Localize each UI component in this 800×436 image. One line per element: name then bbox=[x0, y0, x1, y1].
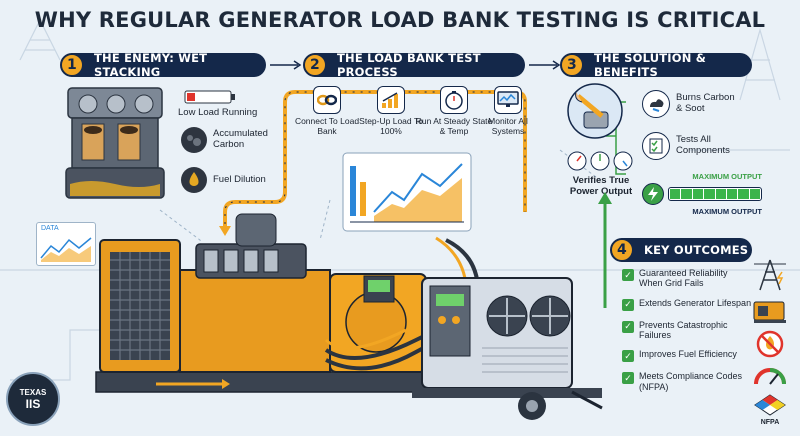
outcome-label: Meets Compliance Codes (NFPA) bbox=[639, 371, 743, 392]
process-step-label: Monitor All Systems bbox=[488, 116, 528, 136]
solution-item-burns: Burns Carbon & Soot bbox=[642, 90, 742, 118]
section-2-title: THE LOAD BANK TEST PROCESS bbox=[337, 51, 481, 79]
page-title: WHY REGULAR GENERATOR LOAD BANK TESTING … bbox=[34, 8, 766, 32]
outcome-label: Extends Generator Lifespan bbox=[639, 297, 752, 308]
checklist-icon bbox=[642, 132, 670, 160]
max-output-segment bbox=[749, 189, 760, 199]
max-output-segment bbox=[670, 189, 681, 199]
flow-arrow-1 bbox=[270, 60, 302, 70]
section-3-title: THE SOLUTION & BENEFITS bbox=[594, 51, 706, 79]
process-step-label: Step-Up Load To 100% bbox=[359, 116, 423, 136]
process-step-stepup: Step-Up Load To 100% bbox=[355, 86, 427, 137]
outcome-item: ✓ Improves Fuel Efficiency bbox=[622, 349, 752, 363]
fuel-gauge-icon bbox=[754, 368, 786, 385]
solution-item-verifies: Verifies True Power Output bbox=[569, 175, 633, 197]
section-1-number: 1 bbox=[60, 53, 84, 77]
logo-line-1: TEXAS bbox=[19, 387, 47, 397]
solution-item-label: Burns Carbon & Soot bbox=[676, 92, 735, 114]
process-step-steady: Run At Steady State & Temp bbox=[414, 86, 494, 137]
check-icon: ✓ bbox=[622, 372, 634, 385]
outcome-label: Improves Fuel Efficiency bbox=[639, 349, 737, 360]
outcome-arrow bbox=[598, 192, 612, 308]
section-2-banner: 2 THE LOAD BANK TEST PROCESS bbox=[303, 51, 525, 79]
fuel-drop-icon bbox=[181, 167, 207, 193]
check-icon: ✓ bbox=[622, 269, 634, 281]
enemy-item-label: Fuel Dilution bbox=[213, 173, 266, 185]
section-3-banner: 3 THE SOLUTION & BENEFITS bbox=[560, 51, 752, 79]
enemy-item-low-load: Low Load Running bbox=[178, 90, 268, 119]
section-4-number: 4 bbox=[610, 238, 634, 262]
max-output-segment bbox=[692, 189, 704, 199]
power-tower-icon bbox=[754, 259, 786, 291]
max-output-bar bbox=[668, 187, 762, 201]
soot-icon bbox=[642, 90, 670, 118]
check-icon: ✓ bbox=[622, 350, 634, 363]
max-output-segment bbox=[726, 189, 738, 199]
section-2-number: 2 bbox=[303, 53, 327, 77]
outcomes-list: ✓ Guaranteed Reliability When Grid Fails… bbox=[622, 268, 752, 392]
stopwatch-icon bbox=[440, 86, 468, 114]
step-chart-icon bbox=[377, 86, 405, 114]
data-panel-label: DATA bbox=[41, 225, 59, 232]
section-1-title: THE ENEMY: WET STACKING bbox=[94, 51, 208, 79]
generator-icon bbox=[753, 301, 786, 323]
load-bank-trailer bbox=[412, 277, 603, 420]
outcome-item: ✓ Extends Generator Lifespan bbox=[622, 298, 752, 311]
outcome-item: ✓ Prevents Catastrophic Failures bbox=[622, 320, 752, 341]
nfpa-text: NFPA bbox=[760, 419, 780, 426]
enemy-item-carbon: Accumulated Carbon bbox=[180, 126, 283, 154]
flow-arrow-2 bbox=[529, 60, 561, 70]
carbon-cloud-icon bbox=[181, 127, 207, 153]
texas-iis-logo: TEXAS IIS bbox=[6, 372, 60, 426]
max-output-meter: MAXIMUM OUTPUT MAXIMUM OUTPUT bbox=[642, 172, 762, 216]
solution-item-tests: Tests All Components bbox=[642, 132, 742, 160]
process-step-label: Connect To Load Bank bbox=[294, 116, 360, 136]
check-icon: ✓ bbox=[622, 320, 634, 333]
section-4-banner: 4 KEY OUTCOMES bbox=[610, 238, 752, 262]
section-4-title: KEY OUTCOMES bbox=[644, 243, 749, 257]
cleaning-icon bbox=[567, 83, 623, 139]
monitor-icon bbox=[494, 86, 522, 114]
data-panel-chart bbox=[40, 237, 92, 262]
monitor-chart-panel bbox=[342, 152, 472, 232]
max-output-segment bbox=[704, 189, 715, 199]
max-output-bottom-label: MAXIMUM OUTPUT bbox=[692, 207, 762, 216]
no-fire-icon bbox=[756, 330, 784, 358]
solution-item-label: Tests All Components bbox=[676, 134, 730, 156]
process-step-label: Run At Steady State & Temp bbox=[415, 116, 493, 136]
enemy-item-label: Accumulated Carbon bbox=[213, 128, 268, 150]
outcome-item: ✓ Meets Compliance Codes (NFPA) bbox=[622, 371, 752, 392]
chain-link-icon bbox=[313, 86, 341, 114]
engine-cutaway-illustration bbox=[65, 87, 165, 199]
section-3-number: 3 bbox=[560, 53, 584, 77]
lightning-icon bbox=[642, 183, 664, 205]
max-output-top-label: MAXIMUM OUTPUT bbox=[692, 172, 762, 181]
logo-line-2: IIS bbox=[25, 396, 41, 411]
enemy-item-label: Low Load Running bbox=[178, 107, 258, 118]
process-step-monitor: Monitor All Systems bbox=[474, 86, 542, 137]
generator-illustration bbox=[95, 213, 480, 393]
section-1-banner: 1 THE ENEMY: WET STACKING bbox=[60, 51, 266, 79]
data-panel: DATA bbox=[36, 222, 96, 266]
outcome-item: ✓ Guaranteed Reliability When Grid Fails bbox=[622, 268, 752, 289]
outcome-label: Guaranteed Reliability When Grid Fails bbox=[639, 268, 728, 289]
check-icon: ✓ bbox=[622, 298, 634, 311]
max-output-segment bbox=[681, 189, 692, 199]
max-output-segment bbox=[738, 189, 749, 199]
gauges-icon bbox=[567, 151, 633, 171]
process-step-connect: Connect To Load Bank bbox=[292, 86, 362, 137]
nfpa-icon: NFPA bbox=[754, 394, 786, 426]
outcome-label: Prevents Catastrophic Failures bbox=[639, 319, 728, 341]
nfpa-diamond-icon bbox=[754, 394, 786, 416]
max-output-segment bbox=[715, 189, 726, 199]
battery-low-icon bbox=[184, 90, 235, 104]
enemy-item-fuel: Fuel Dilution bbox=[180, 166, 273, 194]
